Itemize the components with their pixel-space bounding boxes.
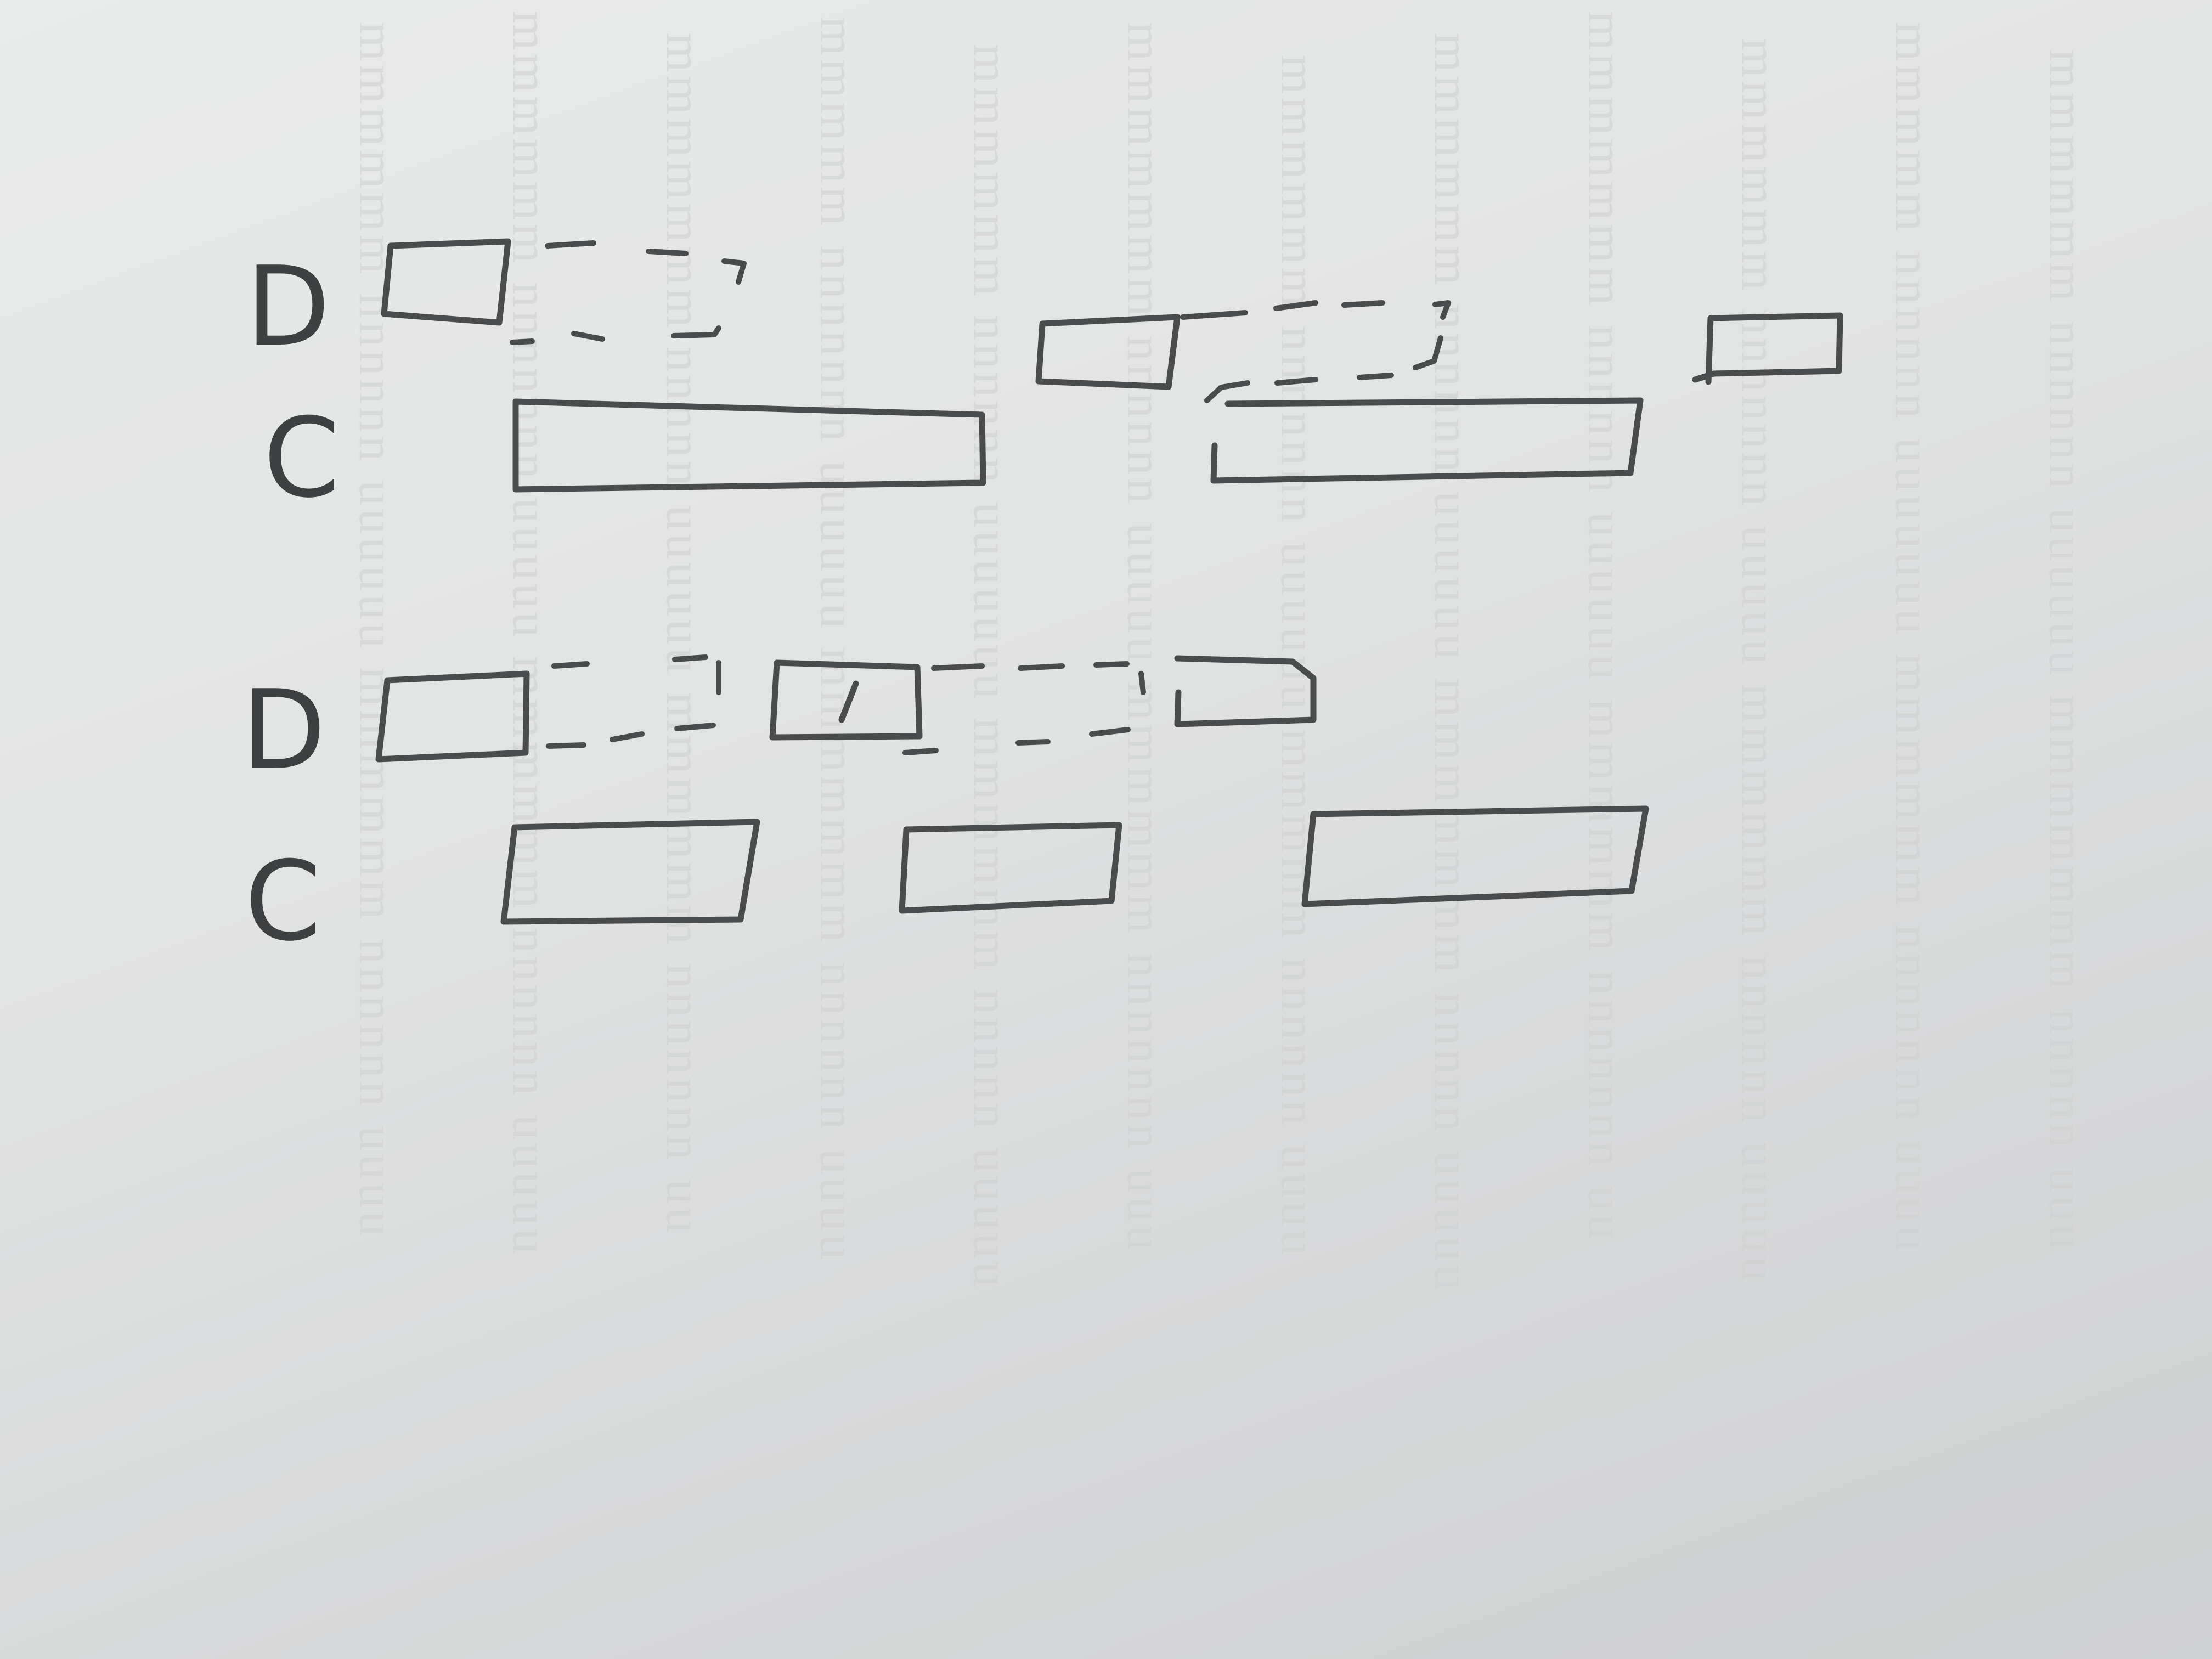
bottom-c-label: C [245,838,321,966]
top-d-label: D [246,243,330,371]
bottom-c-row [500,805,1649,925]
bottom-d-label: D [241,667,326,794]
top-c-block-2 [1210,397,1644,484]
top-c-row [512,397,1644,493]
top-d-row [381,238,1843,403]
bottom-c-block-2 [899,822,1122,914]
bottom-d-row [375,654,1317,763]
bottom-d-block-3 [1174,655,1317,727]
bottom-d-dashed-block-2 [902,661,1146,755]
bottom-d-dashed-block-1 [546,654,721,749]
top-d-block-2 [1035,314,1181,390]
top-c-label: C [263,394,340,522]
bottom-c-block-1 [500,819,760,925]
bottom-d-block-1 [375,670,530,763]
bottom-d-block-2 [769,659,923,741]
top-d-dashed-block-1 [510,240,747,345]
top-d-dashed-block-2 [1180,300,1451,403]
bottom-d-block-2-slash [838,680,859,723]
top-c-block-1 [512,398,986,493]
bottom-c-block-3 [1301,805,1649,907]
top-d-block-1 [381,238,511,326]
top-d-block-3 [1692,312,1843,385]
